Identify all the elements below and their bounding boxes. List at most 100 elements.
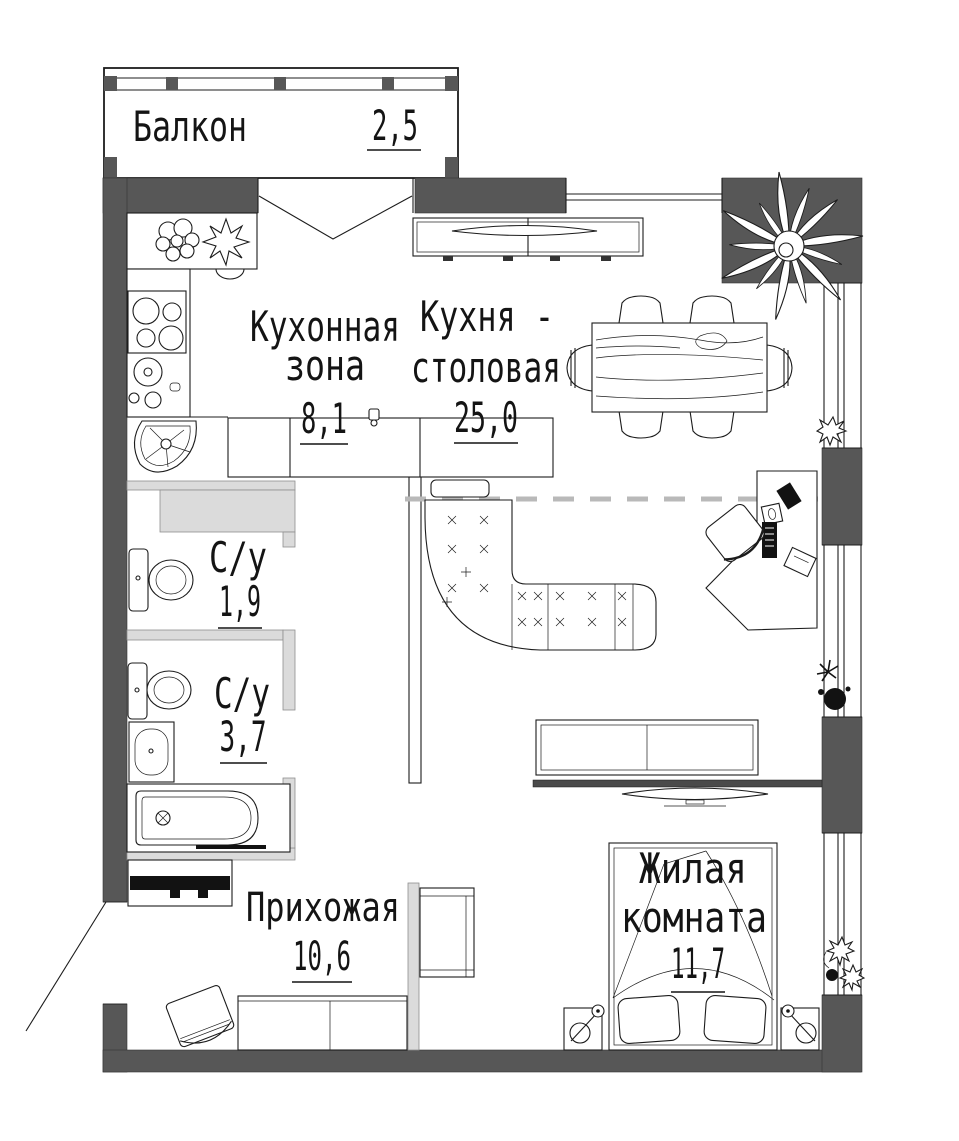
- window-right-2: [822, 544, 862, 718]
- table-wood-grain: [595, 332, 764, 400]
- corner-sofa: [424, 479, 657, 651]
- living-room-label-1: Жилая: [639, 844, 747, 893]
- balcony-railing-posts: [104, 76, 458, 178]
- partition-kitchen-wc1: [126, 480, 296, 491]
- mousepad: [760, 502, 784, 526]
- dining-chair: [689, 410, 735, 439]
- balcony-door-swing: [258, 195, 413, 240]
- window-right-1: [822, 282, 862, 449]
- dining-set: [566, 295, 793, 439]
- entrance-door-leaf: [25, 901, 107, 1032]
- window-right-3: [822, 832, 862, 996]
- wc2-label: С/у: [214, 669, 270, 718]
- bed: [608, 842, 778, 1051]
- nightstand-right: [780, 1004, 820, 1051]
- burner: [158, 325, 184, 351]
- toilet-2-tank: [127, 662, 148, 720]
- kitchen-furniture: [126, 212, 554, 478]
- sofa-stitches: [442, 515, 627, 627]
- partition-wc2-side: [282, 629, 296, 711]
- balcony-door: [257, 178, 414, 240]
- nightstand-left: [563, 1004, 605, 1051]
- plant-windowsill-3-icon: [823, 935, 866, 993]
- wall-left: [102, 177, 128, 903]
- console-legs: [443, 256, 611, 261]
- duct-shaft: [159, 489, 296, 533]
- burner: [136, 328, 156, 348]
- monitor: [776, 482, 802, 510]
- balcony-door-jambs: [257, 178, 414, 213]
- island-sink-faucet: [368, 408, 380, 427]
- lamp-icon: [569, 1022, 591, 1044]
- living-room-furniture: [535, 719, 820, 1051]
- bathtub-drain: [155, 810, 171, 826]
- wall-bottom: [102, 1049, 862, 1073]
- lamp-icon: [795, 1022, 817, 1044]
- washbasin: [128, 721, 175, 783]
- partition-wc1-return: [282, 531, 296, 548]
- wc1-label: С/у: [209, 533, 267, 582]
- tv-console-dining: [412, 217, 644, 261]
- pillow: [703, 995, 767, 1044]
- partition-hall-kitchen: [408, 476, 422, 784]
- wc1-fixtures: [128, 548, 194, 612]
- kitchen-zone-area: 8,1: [301, 394, 347, 443]
- office-chair: [705, 503, 765, 563]
- wardrobe: [419, 887, 475, 978]
- plant-large-icon: [718, 171, 864, 321]
- pouf: [165, 985, 235, 1048]
- wc2-fixtures: [126, 662, 291, 853]
- bed-blanket: [612, 850, 775, 1001]
- wc2-area: 3,7: [220, 712, 267, 761]
- counter-plants: [155, 217, 251, 267]
- balcony-label: Балкон: [133, 102, 247, 151]
- pillow: [617, 995, 681, 1044]
- living-room-area: 11,7: [671, 939, 725, 988]
- kitchen-dining-area: 25,0: [454, 393, 518, 442]
- bathtub-overflow: [196, 845, 266, 849]
- dining-chair: [618, 295, 664, 324]
- hallway-area: 10,6: [293, 934, 351, 980]
- plant-spiky: [201, 217, 251, 267]
- bathtub: [126, 783, 291, 853]
- sideboard: [535, 719, 759, 776]
- kitchen-dining-label-1: Кухня -: [420, 292, 554, 341]
- room-labels: Балкон 2,5 Кухонная зона 8,1 Кухня - сто…: [133, 101, 767, 993]
- burner: [132, 297, 160, 325]
- windows: [565, 178, 862, 996]
- plant-peony: [155, 218, 200, 262]
- plant-windowsill-1-icon: [815, 415, 848, 447]
- wall-bottom-right-corner: [821, 994, 863, 1073]
- wall-right-pier-2: [821, 716, 863, 834]
- hall-bench: [127, 859, 233, 907]
- living-room-label-2: комната: [621, 893, 767, 942]
- partition-living-top: [532, 779, 823, 788]
- corner-sink: [133, 420, 197, 473]
- cooktop: [127, 290, 187, 354]
- tv-living: [621, 787, 769, 807]
- kitchen-island-counter: [227, 417, 554, 478]
- window-top: [565, 178, 723, 213]
- dining-chair: [689, 295, 735, 324]
- wall-top-mid: [414, 177, 567, 214]
- burner: [162, 302, 182, 322]
- papers: [783, 546, 817, 578]
- plant-windowsill-2-icon: [816, 659, 851, 710]
- desk-area: [705, 470, 818, 631]
- sofa-body: [424, 499, 657, 651]
- sofa-headrest: [430, 479, 490, 498]
- dining-chair: [618, 410, 664, 439]
- counter-basin: [215, 268, 245, 280]
- wc1-area: 1,9: [219, 577, 261, 626]
- entrance-door-jambs: [103, 901, 127, 1005]
- kitchen-zone-label-1: Кухонная: [250, 302, 400, 351]
- toilet-2-bowl: [146, 670, 192, 710]
- dining-end-seat: [766, 344, 793, 392]
- tv-dining: [451, 224, 598, 237]
- dining-table: [591, 322, 768, 413]
- keyboard: [762, 522, 777, 558]
- kitchen-sink-round: [128, 357, 181, 409]
- hallway-label: Прихожая: [246, 885, 400, 931]
